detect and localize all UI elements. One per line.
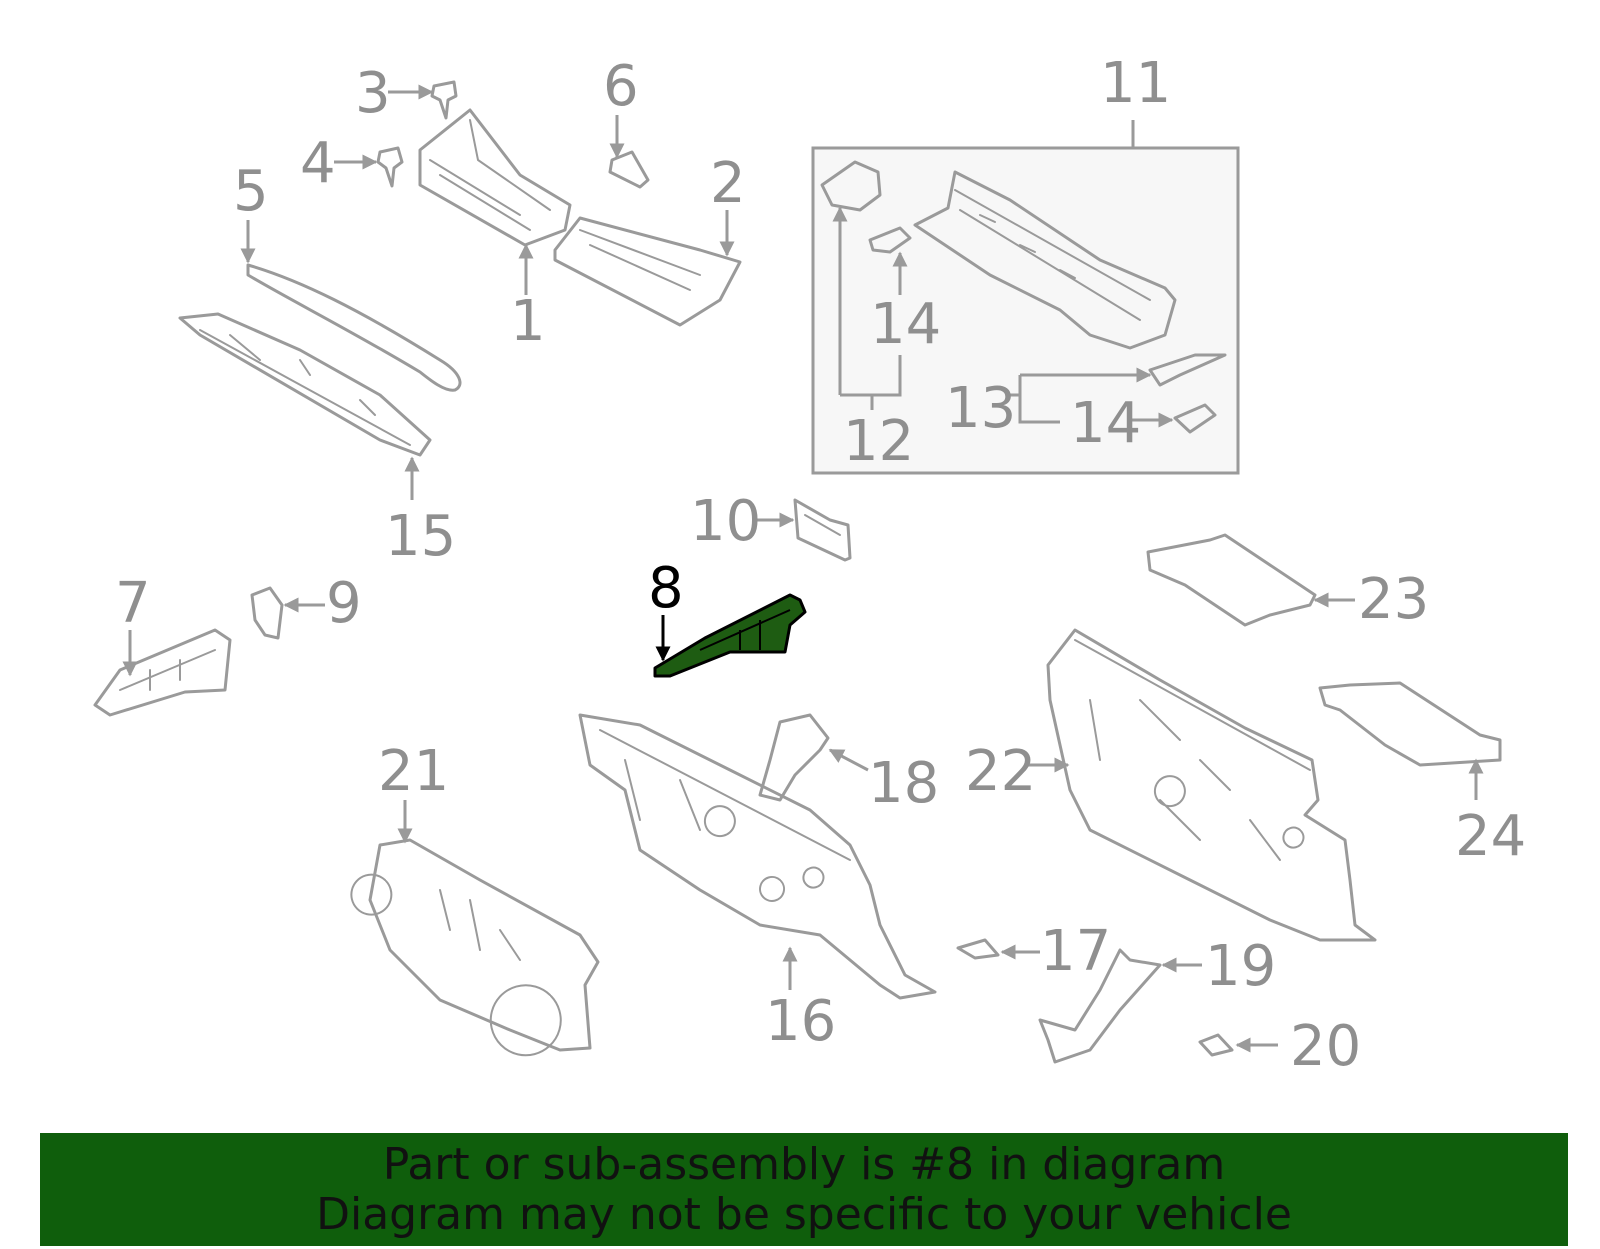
callout-22: 22	[965, 739, 1036, 804]
part-19-brace[interactable]	[1038, 948, 1162, 1064]
callout-11: 11	[1100, 51, 1171, 116]
part-11-cowl-assembly[interactable]	[913, 170, 1177, 350]
part-18-brace[interactable]	[758, 713, 830, 802]
callout-7: 7	[115, 571, 151, 636]
part-10-bracket[interactable]	[793, 498, 852, 562]
part-14-bracket-upper[interactable]	[868, 226, 912, 254]
part-15-reinforcement[interactable]	[178, 312, 432, 457]
callout-13: 13	[945, 376, 1016, 441]
part-21-dash-insulator[interactable]	[350, 838, 600, 1057]
part-3-clip[interactable]	[430, 80, 458, 120]
part-2-cowl-panel-right[interactable]	[553, 216, 742, 327]
callout-5: 5	[233, 159, 269, 224]
part-20-plug[interactable]	[1198, 1033, 1234, 1057]
callout-17: 17	[1040, 919, 1111, 984]
callout-8: 8	[648, 556, 684, 621]
callout-9: 9	[326, 571, 362, 636]
callout-20: 20	[1290, 1014, 1361, 1079]
part-6-bracket[interactable]	[608, 150, 650, 189]
callout-18: 18	[868, 751, 939, 816]
part-12-bracket[interactable]	[820, 160, 882, 212]
banner-line-1: Part or sub-assembly is #8 in diagram	[382, 1138, 1226, 1190]
callout-23: 23	[1358, 567, 1429, 632]
part-16-dash-panel[interactable]	[578, 713, 937, 1000]
part-9-bracket[interactable]	[250, 586, 284, 640]
callout-14-upper: 14	[870, 292, 941, 357]
callout-6: 6	[603, 54, 639, 119]
part-17-seal[interactable]	[956, 938, 1000, 960]
part-24-insulator[interactable]	[1318, 681, 1502, 767]
callout-10: 10	[690, 489, 761, 554]
banner-line-2: Diagram may not be specific to your vehi…	[316, 1188, 1292, 1240]
callout-24: 24	[1455, 804, 1526, 869]
callout-4: 4	[300, 131, 336, 196]
callout-2: 2	[710, 151, 746, 216]
callout-1: 1	[510, 289, 546, 354]
part-14-bracket-lower[interactable]	[1173, 403, 1217, 434]
part-8-brace-highlighted[interactable]	[653, 593, 807, 678]
callout-3: 3	[355, 61, 391, 126]
part-23-insulator[interactable]	[1146, 533, 1317, 627]
info-banner: Part or sub-assembly is #8 in diagram Di…	[40, 1133, 1568, 1246]
part-4-clip[interactable]	[376, 146, 404, 188]
part-5-seal[interactable]	[246, 263, 462, 392]
callout-15: 15	[385, 504, 456, 569]
callout-14-lower: 14	[1070, 391, 1141, 456]
part-7-bracket[interactable]	[93, 628, 232, 717]
callout-19: 19	[1205, 934, 1276, 999]
part-22-dash-panel[interactable]	[1046, 628, 1377, 942]
part-13-bracket[interactable]	[1148, 353, 1227, 387]
callout-16: 16	[765, 989, 836, 1054]
part-1-cowl-panel-left[interactable]	[418, 108, 572, 247]
callout-12: 12	[843, 409, 914, 474]
callout-21: 21	[378, 739, 449, 804]
